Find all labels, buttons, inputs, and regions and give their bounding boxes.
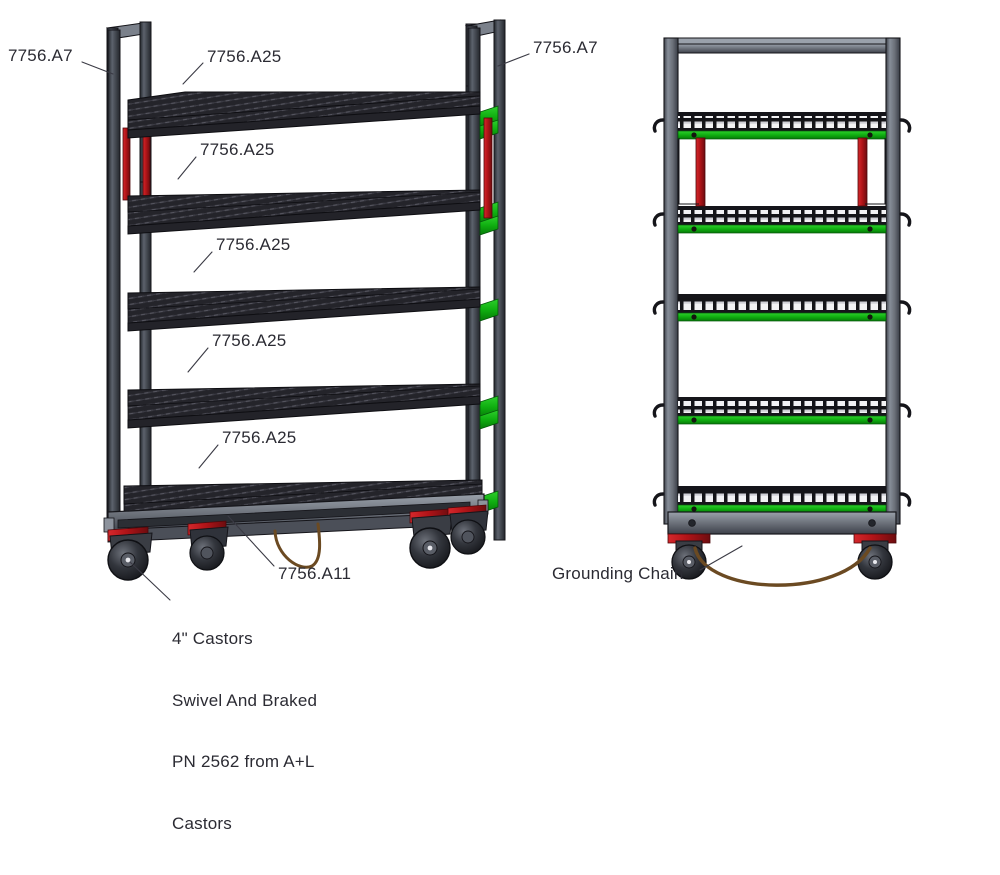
label-7756-a7-right: 7756.A7 — [533, 38, 598, 57]
label-7756-a25-shelf3: 7756.A25 — [216, 235, 291, 254]
assembly-drawing-svg — [81, 19, 912, 601]
shelf-2[interactable] — [127, 189, 481, 235]
leader-a7-left — [81, 61, 114, 75]
view-isometric — [103, 19, 506, 581]
iso-accent-bars — [479, 105, 499, 514]
front-shelf-5[interactable] — [677, 486, 887, 514]
shelf-4[interactable] — [127, 383, 481, 429]
front-shelf-2[interactable] — [677, 206, 887, 234]
front-post-right — [885, 37, 901, 525]
leader-a25-1 — [182, 62, 204, 85]
leader-a25-4 — [187, 347, 209, 373]
drawing-canvas: 7756.A7 7756.A25 7756.A7 7756.A25 7756.A… — [8, 19, 912, 833]
front-shelf-1[interactable] — [677, 112, 887, 140]
label-7756-a25-shelf4: 7756.A25 — [212, 331, 287, 350]
label-7756-a25-shelf5: 7756.A25 — [222, 428, 297, 447]
front-top-rail — [667, 37, 897, 54]
shelf-3[interactable] — [127, 286, 481, 332]
leader-a7-right — [497, 53, 530, 67]
label-7756-a25-shelf2: 7756.A25 — [200, 140, 275, 159]
leader-castors — [129, 561, 171, 601]
castor-rear-left[interactable] — [189, 526, 229, 571]
note-castors-line-2: Swivel And Braked — [172, 690, 318, 710]
note-castors-line-3: PN 2562 from A+L — [172, 752, 315, 771]
castor-front-left[interactable] — [107, 532, 153, 581]
label-7756-a25-shelf1: 7756.A25 — [207, 47, 282, 66]
leader-lines — [81, 53, 743, 601]
castor-rear-right[interactable] — [449, 510, 489, 555]
grounding-chain-iso — [273, 522, 322, 569]
shelf-hooks — [652, 118, 912, 507]
castor-front-right[interactable] — [409, 514, 453, 569]
leader-ground — [699, 545, 743, 571]
shelf-1[interactable] — [127, 91, 481, 139]
note-castors-line-1: 4" Castors — [172, 629, 253, 648]
label-7756-a11: 7756.A11 — [278, 564, 352, 583]
label-grounding-chain: Grounding Chain — [552, 564, 684, 583]
front-post-left — [663, 37, 679, 525]
label-7756-a7-left: 7756.A7 — [8, 46, 73, 65]
front-shelf-3[interactable] — [677, 294, 887, 322]
note-castors: 4" Castors Swivel And Braked PN 2562 fro… — [172, 588, 317, 875]
note-castors-line-4: Castors — [172, 813, 232, 833]
front-base-frame[interactable] — [667, 511, 897, 544]
front-red-supports — [678, 137, 886, 207]
front-castor-right[interactable] — [857, 540, 893, 580]
view-front-elevation — [652, 37, 912, 587]
front-shelf-4[interactable] — [677, 397, 887, 425]
leader-a25-3 — [193, 251, 213, 273]
leader-a25-2 — [177, 156, 197, 180]
grounding-chain[interactable] — [693, 546, 872, 587]
leader-a25-5 — [198, 444, 219, 469]
leader-a11 — [227, 515, 275, 567]
